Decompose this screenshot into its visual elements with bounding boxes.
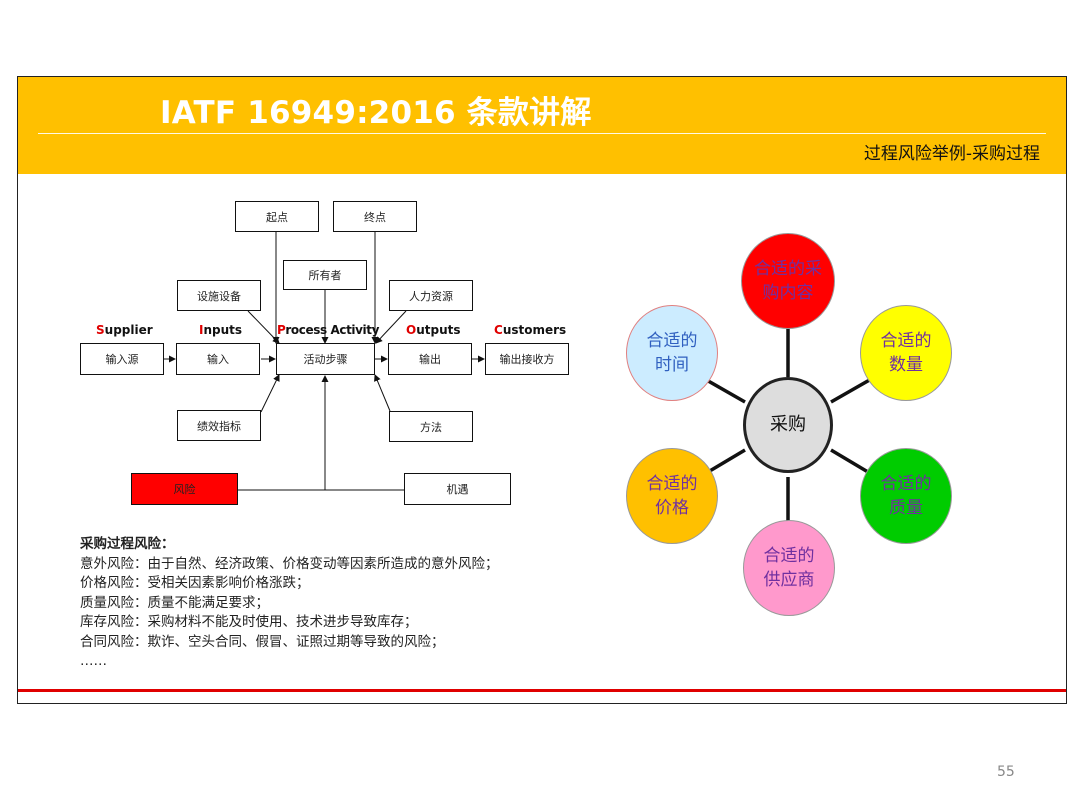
header-bar: IATF 16949:2016 条款讲解 过程风险举例-采购过程 [18, 77, 1066, 174]
box-end: 终点 [333, 201, 417, 232]
box-output: 输出 [388, 343, 472, 375]
risk-line: 合同风险：欺诈、空头合同、假冒、证照过期等导致的风险； [80, 633, 445, 650]
wheel-node-content: 合适的采购内容 [741, 233, 835, 329]
arrow-method [374, 374, 391, 412]
process-connectors [164, 232, 874, 525]
arrow-facilities [247, 310, 280, 344]
box-human-resources: 人力资源 [389, 280, 473, 311]
stage-inputs: Inputs [199, 323, 243, 337]
slide: IATF 16949:2016 条款讲解 过程风险举例-采购过程 [17, 76, 1067, 704]
risk-heading: 采购过程风险： [80, 536, 175, 552]
box-facilities: 设施设备 [177, 280, 261, 311]
wheel-node-price: 合适的价格 [626, 448, 718, 544]
arrow-kpi [260, 374, 280, 413]
header-divider [38, 133, 1046, 134]
wheel-center: 采购 [743, 377, 833, 473]
slide-title: IATF 16949:2016 条款讲解 [160, 95, 592, 131]
box-risk: 风险 [131, 473, 238, 505]
risk-line: 质量风险：质量不能满足要求； [80, 594, 269, 611]
risk-line: 意外风险：由于自然、经济政策、价格变动等因素所造成的意外风险； [80, 555, 499, 572]
footer-red-line [18, 689, 1066, 692]
risk-text-block: 采购过程风险： 意外风险：由于自然、经济政策、价格变动等因素所造成的意外风险； … [80, 535, 499, 672]
box-output-receiver: 输出接收方 [485, 343, 569, 375]
box-activity-steps: 活动步骤 [276, 343, 375, 375]
box-input-source: 输入源 [80, 343, 164, 375]
box-input: 输入 [176, 343, 260, 375]
wheel-node-supplier: 合适的供应商 [743, 520, 835, 616]
stage-customers: Customers [494, 323, 567, 337]
risk-line: 价格风险：受相关因素影响价格涨跌； [80, 575, 310, 591]
risk-line: …… [80, 653, 107, 669]
wheel-node-time: 合适的时间 [626, 305, 718, 401]
wheel-node-quality: 合适的质量 [860, 448, 952, 544]
stage-process-activity: Process Activity [277, 323, 380, 337]
risk-line: 库存风险：采购材料不能及时使用、技术进步导致库存； [80, 614, 418, 630]
stage-outputs: Outputs [406, 323, 461, 337]
page-number: 55 [997, 764, 1015, 780]
box-kpi: 绩效指标 [177, 410, 261, 441]
stage-supplier: Supplier [96, 323, 153, 337]
slide-subtitle: 过程风险举例-采购过程 [863, 144, 1040, 164]
wheel-spokes [702, 317, 874, 525]
box-owner: 所有者 [283, 260, 367, 290]
arrow-human-resources [375, 310, 407, 344]
box-start: 起点 [235, 201, 319, 232]
box-opportunity: 机遇 [404, 473, 511, 505]
box-method: 方法 [389, 411, 473, 442]
wheel-node-quantity: 合适的数量 [860, 305, 952, 401]
